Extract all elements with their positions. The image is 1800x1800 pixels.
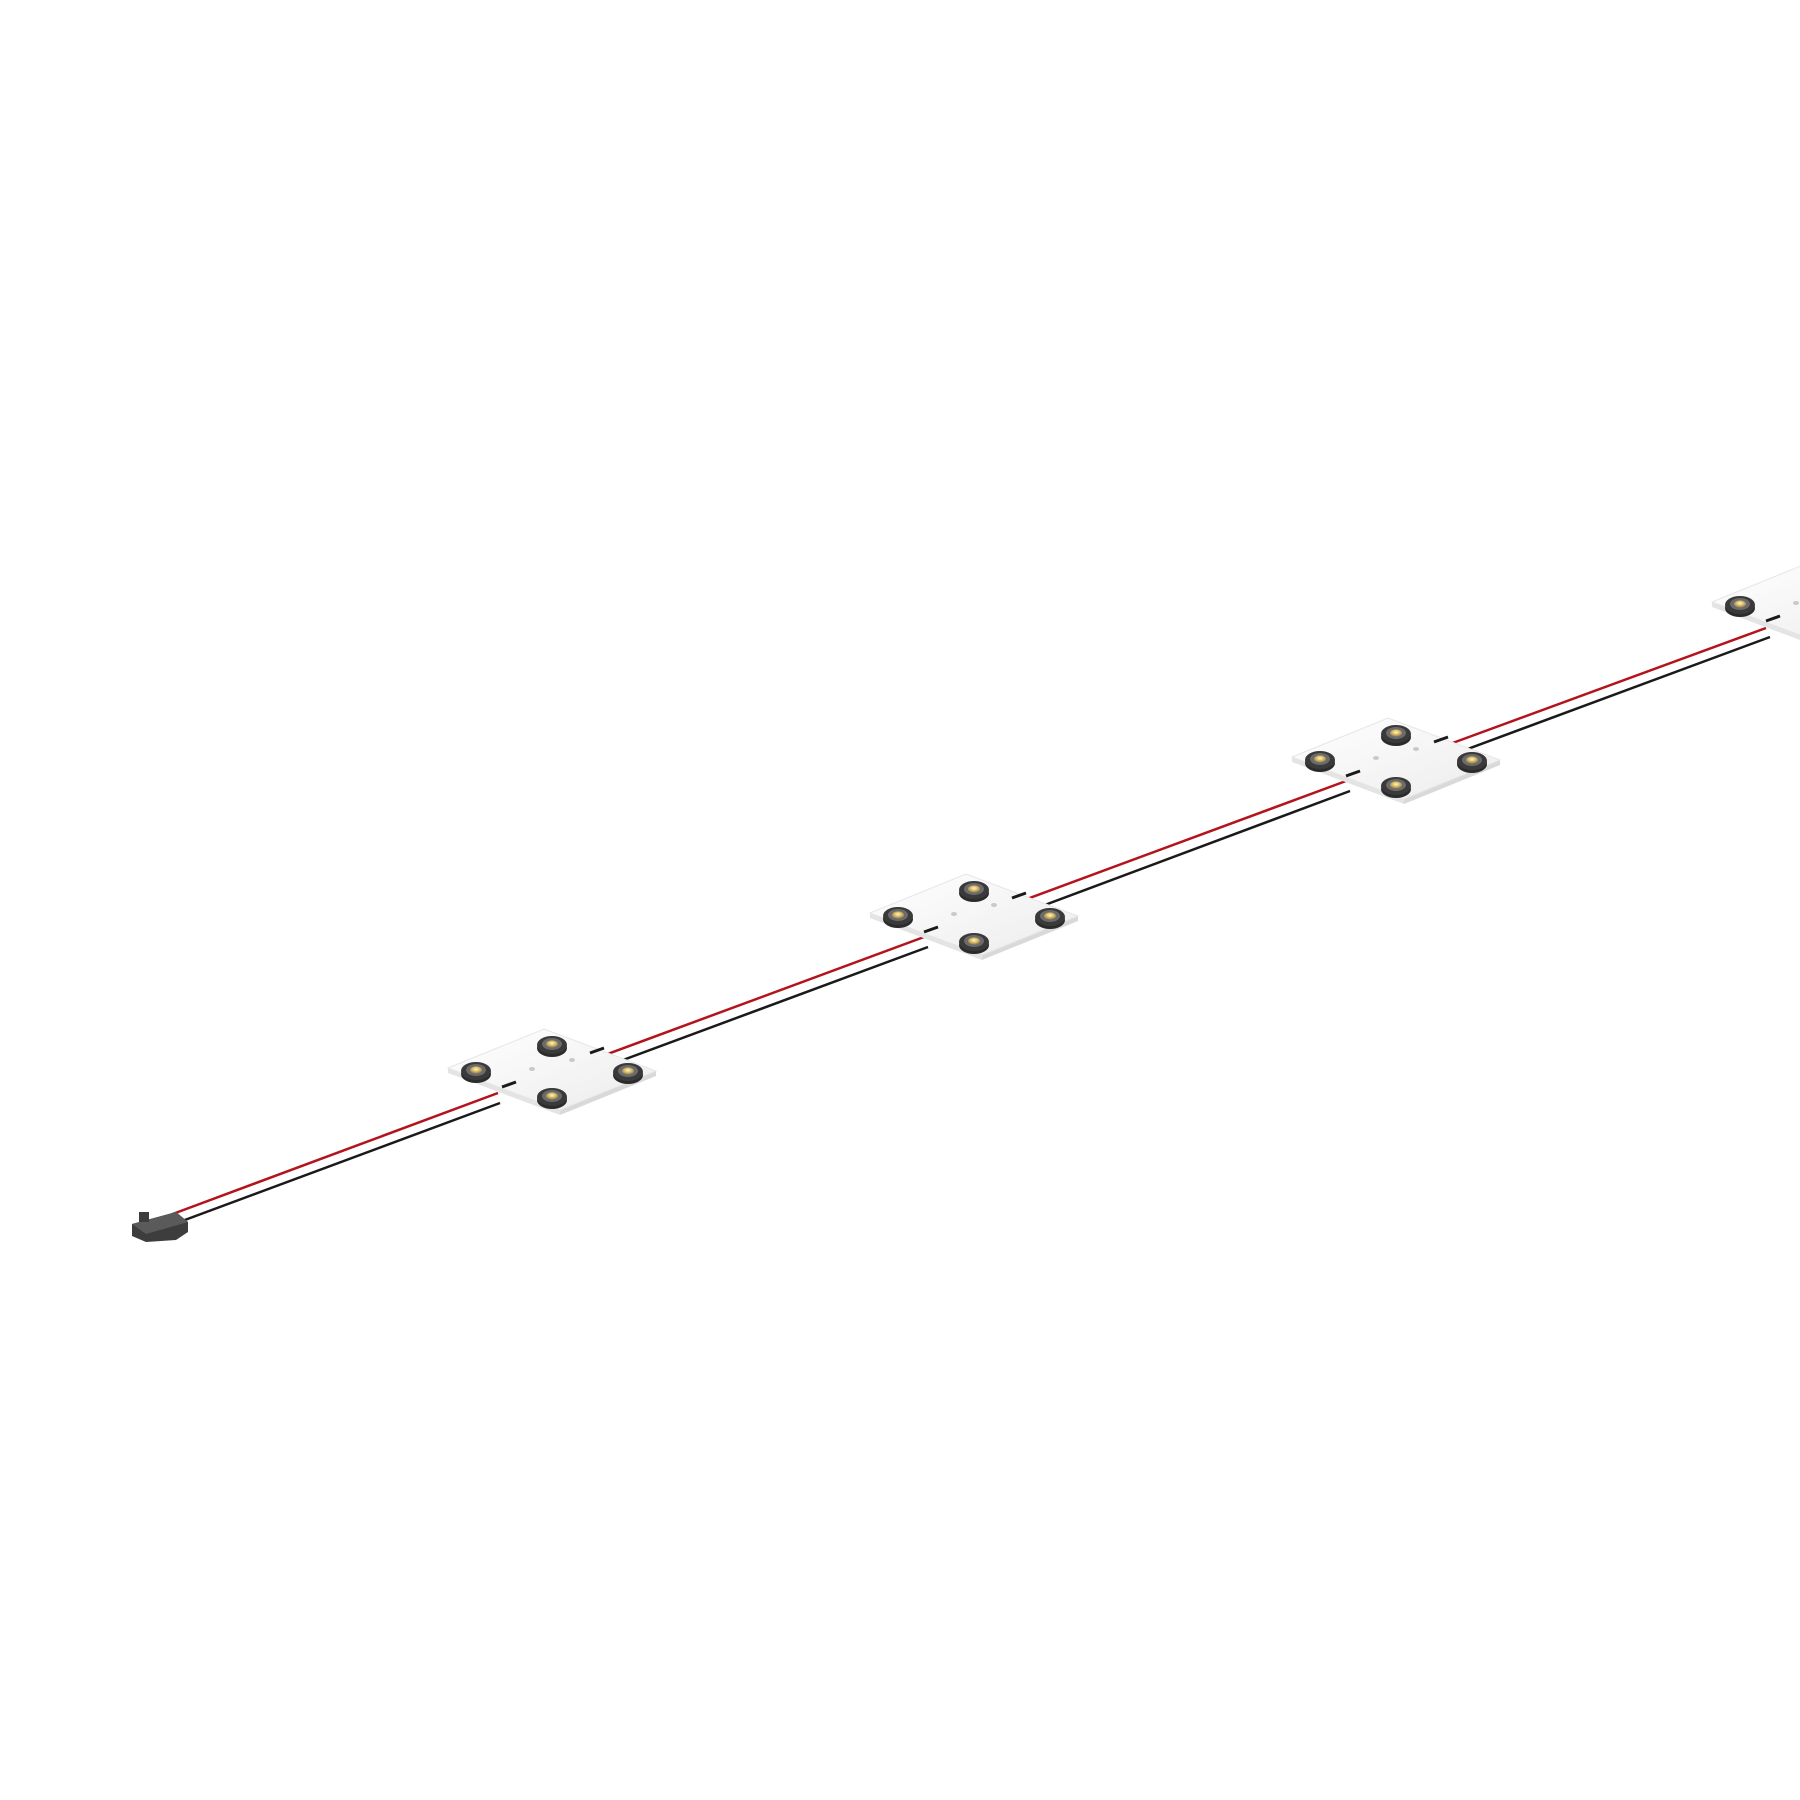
- wire-negative: [1437, 635, 1771, 762]
- led-emitter: [1305, 751, 1335, 772]
- led-emitter: [461, 1062, 491, 1083]
- led-module-icon: [868, 873, 1080, 960]
- wire-positive: [1427, 626, 1767, 754]
- wire-segment-1: [169, 1091, 501, 1226]
- led-emitter: [537, 1088, 567, 1109]
- wire-negative: [1017, 789, 1351, 917]
- wire-segment-4: [1427, 626, 1771, 762]
- led-emitter: [959, 881, 989, 902]
- led-emitter: [883, 907, 913, 928]
- led-emitter: [1381, 725, 1411, 746]
- wire-positive: [169, 1091, 499, 1217]
- wire-negative: [595, 945, 929, 1072]
- wire-negative: [173, 1101, 501, 1226]
- led-module-icon: [1290, 717, 1502, 804]
- led-modules: [446, 565, 1800, 1115]
- wire-segment-3: [1007, 779, 1351, 917]
- led-module-icon: [446, 1028, 658, 1115]
- wire-positive: [585, 935, 925, 1064]
- led-emitter: [1035, 908, 1065, 929]
- led-emitter: [959, 933, 989, 954]
- led-emitter: [1381, 777, 1411, 798]
- led-emitter: [537, 1036, 567, 1057]
- wire-positive: [1007, 779, 1347, 908]
- led-module-icon: [1710, 565, 1800, 640]
- led-emitter: [1725, 596, 1755, 617]
- wire-segment-2: [585, 935, 929, 1072]
- connector-plug-icon: [132, 1212, 188, 1242]
- led-emitter: [613, 1063, 643, 1084]
- led-emitter: [1457, 752, 1487, 773]
